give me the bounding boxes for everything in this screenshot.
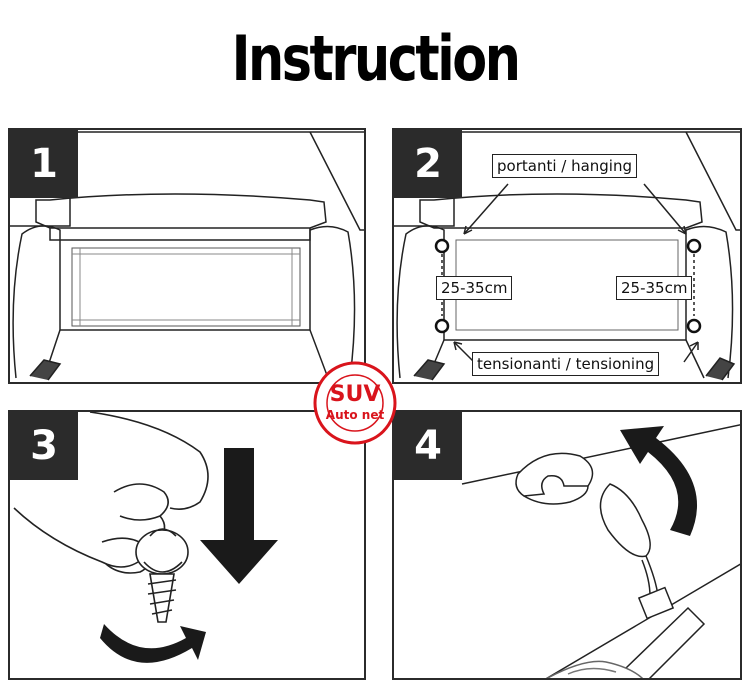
step-1-panel: 1	[8, 128, 366, 384]
curved-arrow-icon	[620, 426, 698, 536]
trunk-illustration	[10, 131, 364, 381]
step-4-number: 4	[394, 412, 462, 480]
step-1-number: 1	[10, 130, 78, 198]
hook-attach-illustration	[461, 424, 740, 678]
hook-icon	[434, 238, 702, 334]
screw-install-illustration	[13, 412, 278, 663]
rotate-arrow-icon	[100, 624, 206, 663]
watermark-logo: SUV Auto net	[312, 360, 398, 446]
step-3-number: 3	[10, 412, 78, 480]
page-title: Instruction	[231, 22, 521, 95]
left-distance-label: 25-35cm	[436, 276, 513, 300]
right-distance-label: 25-35cm	[616, 276, 693, 300]
step-2-panel: 2	[392, 128, 742, 384]
watermark-line2: Auto net	[325, 408, 385, 422]
watermark-line1: SUV	[329, 382, 381, 407]
hanging-label: portanti / hanging	[492, 154, 638, 178]
tensioning-label: tensionanti / tensioning	[472, 352, 660, 376]
step-4-panel: 4	[392, 410, 742, 680]
down-arrow-icon	[200, 448, 278, 584]
trunk-hooks-illustration	[394, 131, 740, 381]
step-2-number: 2	[394, 130, 462, 198]
step-3-panel: 3	[8, 410, 366, 680]
